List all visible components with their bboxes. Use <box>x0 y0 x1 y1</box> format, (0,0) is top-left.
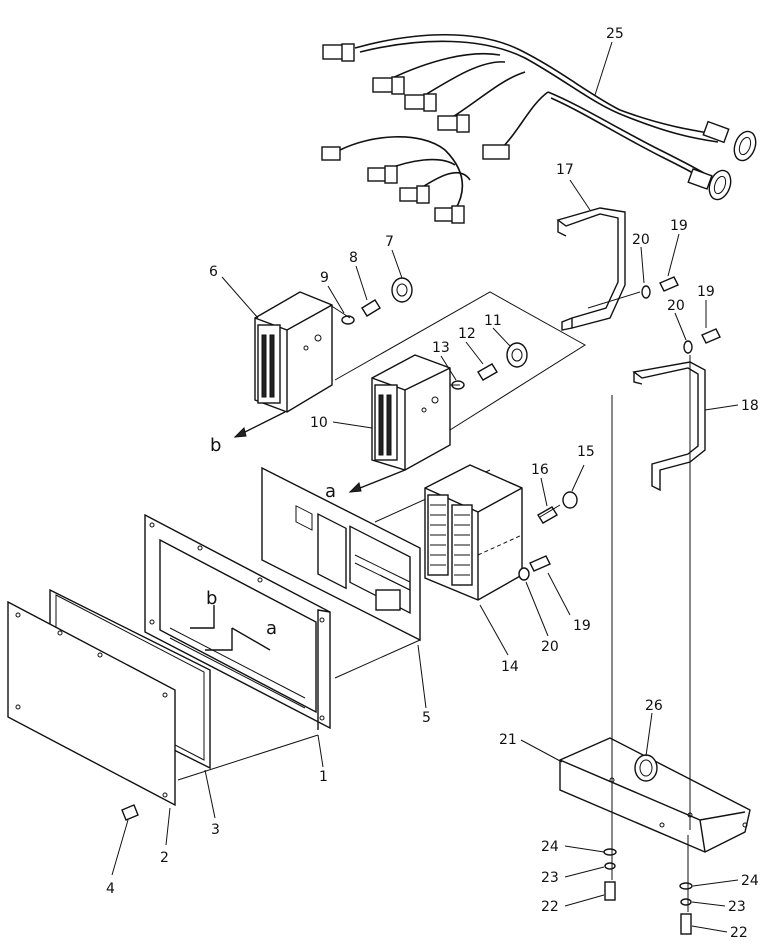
callout-20-upper: 20 <box>632 232 650 248</box>
callout-16: 16 <box>531 462 549 478</box>
callout-15: 15 <box>577 444 595 460</box>
base-bracket-21 <box>559 737 751 853</box>
callout-24-left: 24 <box>541 839 559 855</box>
frame-1 <box>144 513 331 730</box>
callout-21: 21 <box>499 732 517 748</box>
callout-2: 2 <box>160 850 169 866</box>
round-connector-upper <box>702 120 757 162</box>
callout-8: 8 <box>349 250 358 266</box>
ref-b-module6: b <box>210 435 221 456</box>
callout-14: 14 <box>501 659 519 675</box>
callout-10: 10 <box>310 415 328 431</box>
callout-25: 25 <box>606 26 624 42</box>
callout-3: 3 <box>211 822 220 838</box>
callout-24-right: 24 <box>741 873 759 889</box>
callout-5: 5 <box>422 710 431 726</box>
module-10 <box>371 354 451 471</box>
callout-6: 6 <box>209 264 218 280</box>
leader-lines <box>111 41 739 933</box>
cover-2 <box>7 600 176 807</box>
callout-20-middle: 20 <box>667 298 685 314</box>
ref-b-frame: b <box>206 588 217 609</box>
callout-12: 12 <box>458 326 476 342</box>
reference-letters: b a b a <box>206 435 336 639</box>
ref-a-frame: a <box>266 618 277 639</box>
panel-5 <box>261 466 421 697</box>
module-6 <box>254 291 333 413</box>
callout-19-lower: 19 <box>573 618 591 634</box>
callout-1: 1 <box>319 769 328 785</box>
callout-20-lower: 20 <box>541 639 559 655</box>
callout-26: 26 <box>645 698 663 714</box>
callout-22-left: 22 <box>541 899 559 915</box>
fasteners <box>121 276 721 935</box>
wiring-harness <box>321 33 757 224</box>
bracket-17 <box>556 207 626 331</box>
ref-a-module10: a <box>325 481 336 502</box>
round-connector-lower <box>687 168 732 201</box>
plug-connectors <box>321 43 510 224</box>
callout-18: 18 <box>741 398 759 414</box>
bracket-18 <box>632 361 706 492</box>
callout-7: 7 <box>385 234 394 250</box>
callout-22-right: 22 <box>730 925 748 939</box>
callout-19-upper: 19 <box>670 218 688 234</box>
callout-23-right: 23 <box>728 899 746 915</box>
connector-26 <box>634 754 658 782</box>
module-14 <box>424 464 523 601</box>
callout-17: 17 <box>556 162 574 178</box>
callout-4: 4 <box>106 881 115 897</box>
callout-23-left: 23 <box>541 870 559 886</box>
callout-13: 13 <box>432 340 450 356</box>
callout-19-middle: 19 <box>697 284 715 300</box>
callout-9: 9 <box>320 270 329 286</box>
callout-labels: 25 17 6 7 8 9 11 12 13 10 20 19 20 19 18… <box>106 26 759 941</box>
assembly-lines <box>190 291 691 912</box>
callout-11: 11 <box>484 313 502 329</box>
